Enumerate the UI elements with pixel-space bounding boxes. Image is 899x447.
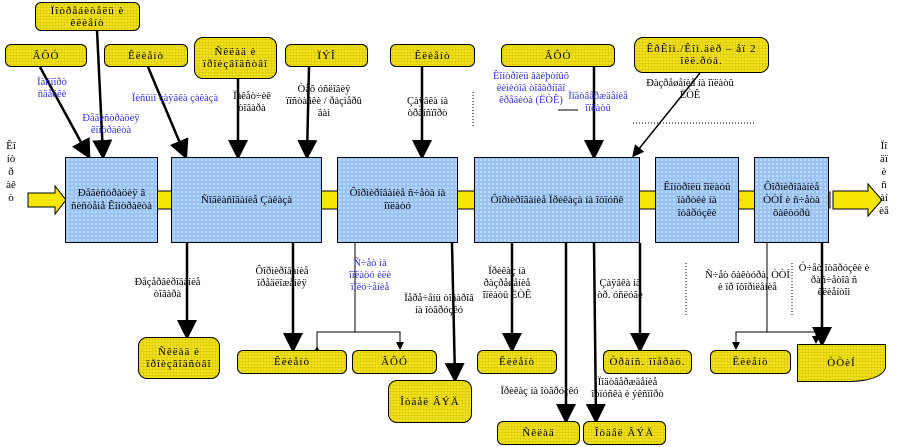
label-invoice-receipt: Ñ÷åò íà îïëàòó èëè ïîëó÷åíèå <box>348 258 392 293</box>
role-ved-dept[interactable]: Îòäåë ÂÝÄ <box>583 421 666 445</box>
label-invoice-ttn: Ñ÷åò ôàêòóðà, ÒÒÍ è ïð îôîðìëåíèå <box>705 270 790 293</box>
role-warehouse-production[interactable]: Ñêëàä è ïðîèçâîäñòâî <box>194 37 277 79</box>
role-ved-dept[interactable]: Îòäåë ÂÝÄ <box>388 380 472 423</box>
role-transport-ops[interactable]: Òðàíñ. îïåðàö. <box>603 350 692 374</box>
process-payment-control[interactable]: Êîíòðîëü îïëàòû ïàðòèè íà îòãðóçêè <box>655 157 739 243</box>
role-warehouse-production[interactable]: Ñêëàä è ïðîèçâîäñòâî <box>138 337 220 379</box>
role-client[interactable]: Êëèåíò <box>477 350 557 374</box>
label-transport-request: Çàÿâêà íà òðàíñïîðò <box>406 96 449 119</box>
label-release-export: Ïîäòâåðæäåíèå îòïóñêà è ýêñïîðò <box>591 377 664 400</box>
role-client[interactable]: Êëèåíò <box>390 44 475 67</box>
label-ltk-payment-permission: Ðàçðåøåíèå íà îïëàòû ËÒÊ <box>646 78 734 101</box>
role-client[interactable]: Êëèåíò <box>710 350 791 374</box>
input-arrow <box>27 184 67 216</box>
label-goods-reservation: Ðåçåðâèðîâàíèå òîâàðà <box>134 277 201 300</box>
output-arrow <box>832 182 883 218</box>
label-credit-limit-control: Êîíòðîëü âàëþòíûõ ëèìèòîâ òîâàðíîãî êðåä… <box>492 71 570 106</box>
label-shipment-accounting: Ó÷åò îòãðóçêè è ðàñ÷åòîâ ñ êëèåíòîì <box>798 263 870 298</box>
process-waybill[interactable]: Ôîðìèðîâàíèå ÒÒÍ è ñ÷åòà ôàêòóðû <box>754 157 829 243</box>
role-consumer-client[interactable]: Ïîòðåáèòåëü è êëèåíò <box>35 2 140 31</box>
role-client[interactable]: Êëèåíò <box>104 44 188 67</box>
role-peo[interactable]: ÏÝÎ <box>285 44 368 67</box>
label-tech-conditions: Òåõ óñëîâèÿ ïîñòàâêè / ðàçìåðû ãàì <box>286 84 362 119</box>
signing-side-label: Ïîäïèñàíèå <box>879 140 889 217</box>
arrow <box>38 66 91 160</box>
label-order-letter: Ïèñüìî çàÿâêà çàêàçà <box>131 93 219 104</box>
label-goods-packer: Ïàêåò÷èê òîâàðà <box>233 91 271 114</box>
label-shipment-goods-list: Ïåðå÷åíü òîâàðîâ íà îòãðóçêó <box>404 293 474 316</box>
role-client[interactable]: Êëèåíò <box>237 350 347 374</box>
role-vfu[interactable]: ÂÔÓ <box>5 44 87 67</box>
role-vfu[interactable]: ÂÔÓ <box>352 350 437 374</box>
process-order-approval[interactable]: Ñîãëàñîâàíèå Çàêàçà <box>171 157 322 243</box>
label-deal-passport: Ïàñïîðò ñäåëêè <box>37 77 67 100</box>
document-waybill[interactable]: ÒÒèÍ <box>797 344 886 382</box>
role-warehouse[interactable]: Ñêëàä <box>497 421 580 445</box>
role-vfu[interactable]: ÂÔÓ <box>501 44 615 67</box>
contract-side-label: Êîíòðàêò <box>6 140 16 204</box>
label-ltk-order: Ïðèêàç íà ðàçðåøåíèå îïëàòû ËÒÊ <box>482 266 532 301</box>
process-registration[interactable]: Ðåãèñòðàöèÿ â ñèñòåìå Êîíòðàêòà <box>65 157 158 243</box>
process-invoice[interactable]: Ôîðìèðîâàíèå ñ÷åòà íà îïëàòó <box>337 157 458 243</box>
process-release-order[interactable]: Ôîðìèðîâàíèå Ïðèêàçà íà îòïóñê <box>474 157 640 243</box>
label-transport-services: Çàÿâêà íà òð. óñëóãè <box>597 278 643 301</box>
label-contract-registration: Ðåãèñòðàöèÿ êîíòðàêòà <box>82 113 140 136</box>
label-payment-confirmation: Ïîäòâåðæäåíèå îïëàòû <box>568 91 628 114</box>
role-commercial-director[interactable]: ÊðÊîì./Êîì.äèð – åï 2 îêë.ðóá. <box>634 37 769 73</box>
label-shipment-order: Ïðèêàç íà îòãðóçêó <box>500 386 579 397</box>
label-proposal-forming: Ôîðìèðîâàíèå ïðåäëîæåíèÿ <box>255 266 309 289</box>
